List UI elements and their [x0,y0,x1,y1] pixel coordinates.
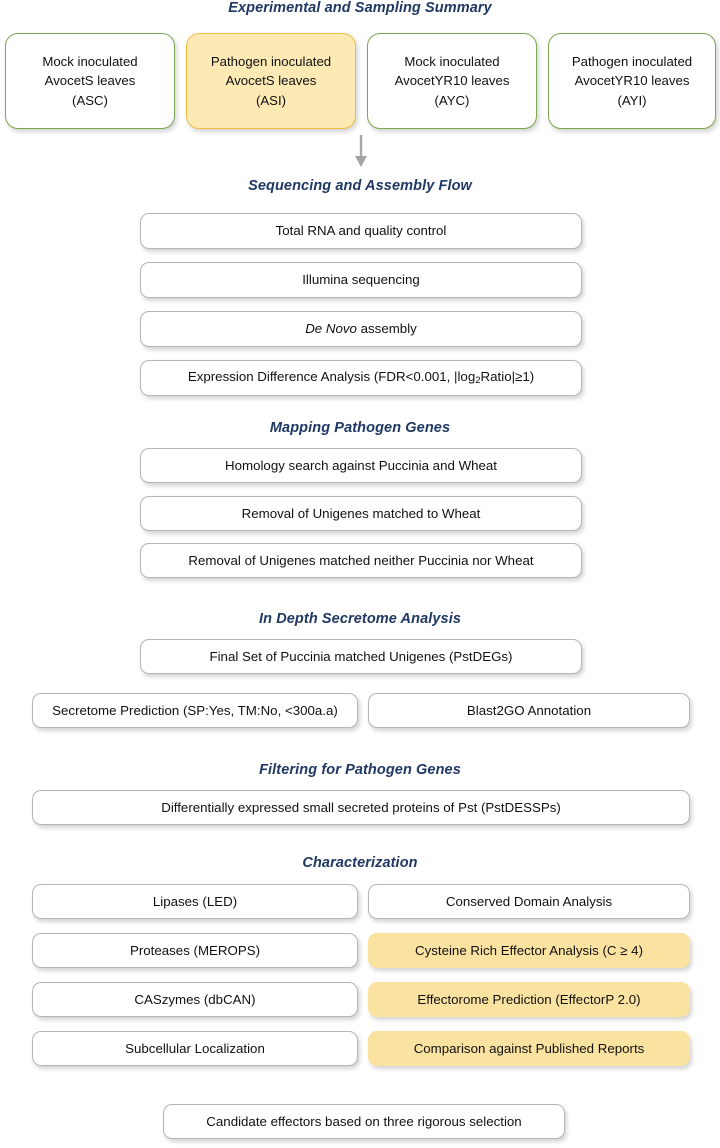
step-removal-matched-wheat: Removal of Unigenes matched to Wheat [140,496,582,531]
step-label: Subcellular Localization [125,1040,265,1056]
step-label: Expression Difference Analysis (FDR<0.00… [187,369,535,387]
section-title-mapping: Mapping Pathogen Genes [269,420,451,436]
sample-line-2: AvocetYR10 leaves [574,73,690,89]
sample-line-1: Mock inoculated [42,54,138,70]
step-final-set-pstdegs: Final Set of Puccinia matched Unigenes (… [140,639,582,674]
sample-box-asc: Mock inoculated AvocetS leaves (ASC) [5,33,175,129]
step-comparison-published-reports: Comparison against Published Reports [368,1031,690,1066]
step-subcellular-localization: Subcellular Localization [32,1031,358,1066]
step-label: Removal of Unigenes matched neither Pucc… [188,552,534,568]
step-label: Blast2GO Annotation [466,702,592,718]
step-label: Effectorome Prediction (EffectorP 2.0) [417,991,641,1007]
sample-box-ayc: Mock inoculated AvocetYR10 leaves (AYC) [367,33,537,129]
step-label: Total RNA and quality control [275,223,447,239]
sample-line-1: Pathogen inoculated [571,54,693,70]
down-arrow-icon [352,134,370,175]
step-expression-difference-analysis: Expression Difference Analysis (FDR<0.00… [140,360,582,396]
step-lipases-led: Lipases (LED) [32,884,358,919]
sample-line-2: AvocetS leaves [225,73,317,89]
step-effectorome-prediction: Effectorome Prediction (EffectorP 2.0) [368,982,690,1017]
step-blast2go-annotation: Blast2GO Annotation [368,693,690,728]
step-label: Proteases (MEROPS) [129,942,261,958]
step-label: Illumina sequencing [302,272,420,288]
step-label: Homology search against Puccinia and Whe… [225,457,497,473]
step-secretome-prediction: Secretome Prediction (SP:Yes, TM:No, <30… [32,693,358,728]
sample-line-2: AvocetYR10 leaves [394,73,510,89]
step-label: Candidate effectors based on three rigor… [206,1113,522,1129]
sample-line-2: AvocetS leaves [44,73,136,89]
step-conserved-domain-analysis: Conserved Domain Analysis [368,884,690,919]
step-label: Conserved Domain Analysis [445,893,613,909]
sample-box-ayi: Pathogen inoculated AvocetYR10 leaves (A… [548,33,716,129]
step-total-rna: Total RNA and quality control [140,213,582,249]
step-pstdessps: Differentially expressed small secreted … [32,790,690,825]
step-label: Secretome Prediction (SP:Yes, TM:No, <30… [52,702,338,718]
step-label: Lipases (LED) [152,893,238,909]
step-label: De Novo assembly [305,321,417,337]
step-removal-matched-neither: Removal of Unigenes matched neither Pucc… [140,543,582,578]
step-de-novo-assembly: De Novo assembly [140,311,582,347]
step-label: CASzymes (dbCAN) [134,991,256,1007]
sample-line-3: (AYI) [617,92,647,108]
sample-line-1: Pathogen inoculated [210,54,332,70]
sample-line-1: Mock inoculated [404,54,500,70]
step-candidate-effectors: Candidate effectors based on three rigor… [163,1104,565,1139]
section-title-characterization: Characterization [302,855,418,871]
step-cysteine-rich-effector-analysis: Cysteine Rich Effector Analysis (C ≥ 4) [368,933,690,968]
step-label: Removal of Unigenes matched to Wheat [241,505,481,521]
step-label: Final Set of Puccinia matched Unigenes (… [209,648,513,664]
section-title-filtering: Filtering for Pathogen Genes [259,762,461,778]
step-proteases-merops: Proteases (MEROPS) [32,933,358,968]
sample-line-3: (ASC) [72,92,108,108]
step-label: Differentially expressed small secreted … [161,799,561,815]
sample-line-3: (AYC) [434,92,470,108]
sample-box-asi: Pathogen inoculated AvocetS leaves (ASI) [186,33,356,129]
step-illumina-sequencing: Illumina sequencing [140,262,582,298]
sample-line-3: (ASI) [255,92,287,108]
step-caszymes-dbcan: CASzymes (dbCAN) [32,982,358,1017]
section-title-secretome: In Depth Secretome Analysis [258,611,461,627]
step-homology-search: Homology search against Puccinia and Whe… [140,448,582,483]
section-title-experimental: Experimental and Sampling Summary [228,0,492,16]
section-title-sequencing: Sequencing and Assembly Flow [248,178,472,194]
step-label: Cysteine Rich Effector Analysis (C ≥ 4) [414,942,643,958]
step-label: Comparison against Published Reports [413,1040,645,1056]
